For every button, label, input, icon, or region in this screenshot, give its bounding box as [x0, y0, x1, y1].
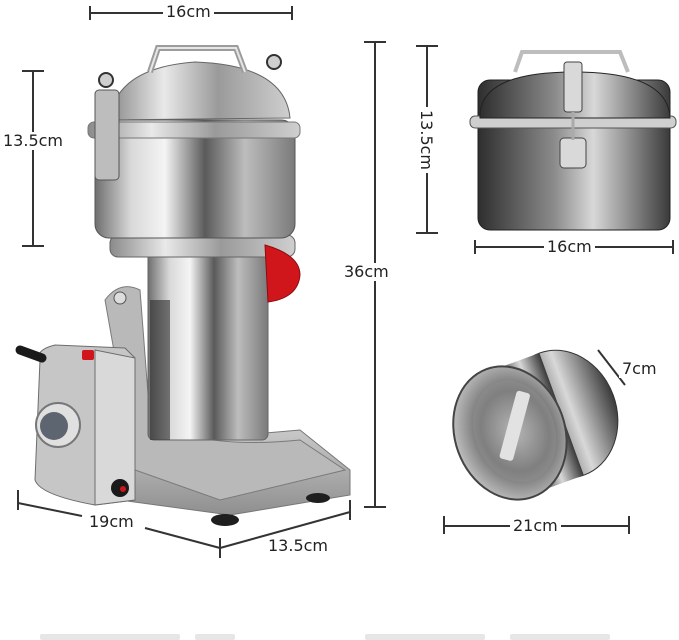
dim-tick	[364, 506, 386, 508]
dim-tick	[22, 245, 44, 247]
label-base-width: 19cm	[86, 513, 137, 531]
cropped-caption-left-2	[195, 634, 235, 640]
label-lid-height: 13.5cm	[0, 132, 67, 150]
label-lid-detail-width: 16cm	[544, 238, 595, 256]
label-base-depth: 13.5cm	[265, 537, 332, 555]
dim-tick	[416, 232, 438, 234]
label-total-height: 36cm	[341, 263, 392, 281]
cropped-caption-right	[365, 634, 485, 640]
cropped-caption-left	[40, 634, 180, 640]
dim-tick	[672, 240, 674, 254]
cropped-caption-right-2	[510, 634, 610, 640]
dim-line-lid-height	[32, 70, 34, 246]
label-bowl-width: 21cm	[510, 517, 561, 535]
label-bowl-depth: 7cm	[619, 360, 660, 378]
label-top-width: 16cm	[163, 3, 214, 21]
dim-tick	[291, 6, 293, 20]
label-lid-detail-height: 13.5cm	[417, 106, 436, 174]
